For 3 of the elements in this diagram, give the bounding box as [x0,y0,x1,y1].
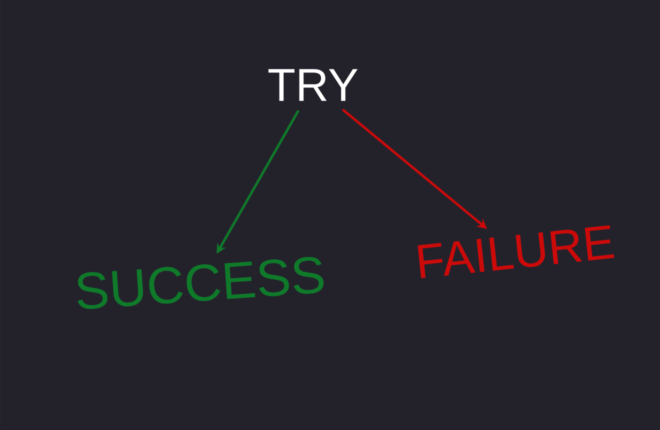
word-label: TRY [268,69,358,101]
word-label: FAILURE [418,225,614,278]
word-label: SUCCESS [78,256,324,309]
